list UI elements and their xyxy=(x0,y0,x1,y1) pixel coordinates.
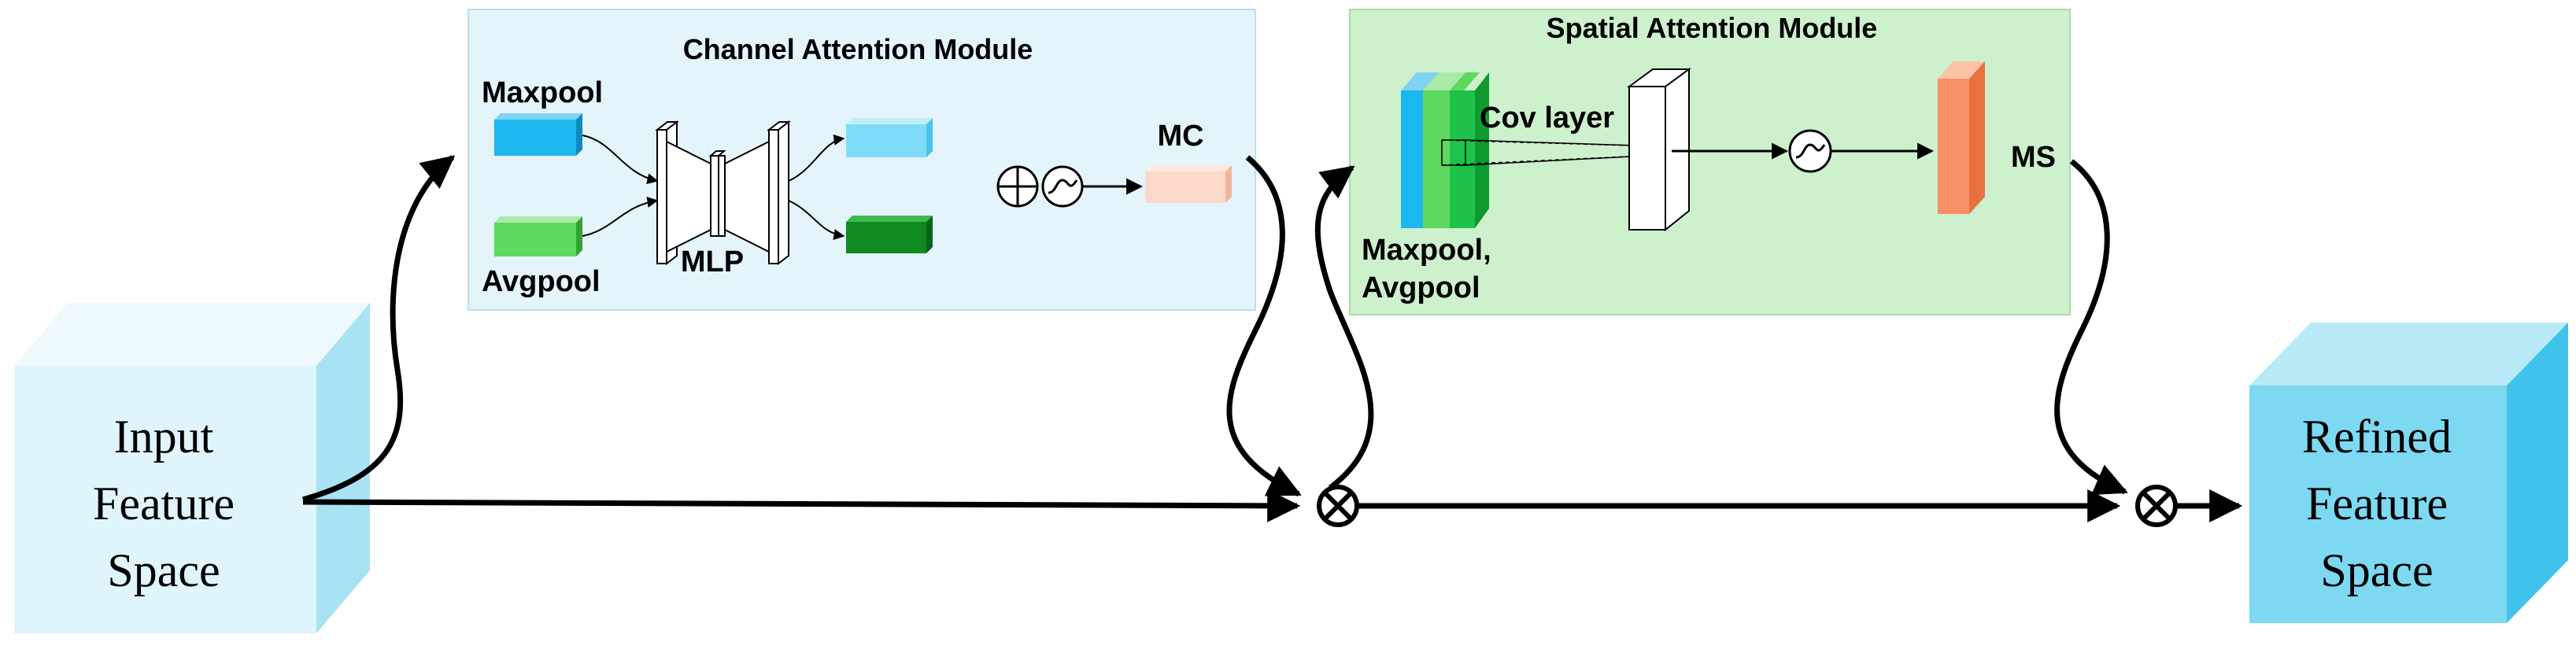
input-line-2: Feature xyxy=(93,478,235,529)
mlp-block xyxy=(655,120,791,266)
avgpool-to-mlp-arrow xyxy=(582,197,659,237)
spatial-module-title: Spatial Attention Module xyxy=(1547,12,1878,44)
sigmoid-icon xyxy=(1041,165,1084,208)
ms-label: MS xyxy=(2011,141,2056,174)
ms-map xyxy=(1938,61,1985,214)
spatial-pool-stack xyxy=(1401,72,1489,228)
mc-to-multiply-curve xyxy=(1226,155,1302,497)
channel-module-title: Channel Attention Module xyxy=(683,33,1033,65)
maxpool-vector xyxy=(494,113,582,156)
multiply-to-spatial-curve xyxy=(1314,165,1374,490)
maxpool-to-mlp-arrow xyxy=(582,135,659,185)
input-to-channel-curve xyxy=(302,155,456,503)
channel-attention-module-panel xyxy=(468,9,1256,311)
input-feature-cube xyxy=(14,303,370,633)
avgpool-vector xyxy=(494,216,582,256)
refined-line-1: Refined xyxy=(2302,411,2452,463)
main-flow xyxy=(302,155,2243,522)
ms-to-multiply-curve xyxy=(2054,159,2128,496)
main-arrow-1 xyxy=(302,489,1301,522)
sum-icon xyxy=(996,165,1039,208)
conv-layer-block xyxy=(1626,68,1692,232)
sigmoid-icon xyxy=(1788,129,1832,173)
avgpool-label: Avgpool xyxy=(482,265,601,298)
multiply-icon xyxy=(2135,485,2178,527)
dark-green-vector xyxy=(846,216,933,253)
mlp-to-dark-green-arrow xyxy=(788,200,845,240)
input-line-3: Space xyxy=(107,544,220,596)
light-blue-vector xyxy=(846,118,933,157)
mlp-label: MLP xyxy=(681,245,744,279)
refined-line-3: Space xyxy=(2320,544,2433,596)
mlp-to-light-blue-arrow xyxy=(788,134,845,182)
conv-layer-label: Cov layer xyxy=(1480,101,1614,135)
refined-line-2: Feature xyxy=(2306,478,2448,529)
maxpool-label: Maxpool xyxy=(482,76,603,109)
refined-feature-cube xyxy=(2249,323,2568,623)
input-line-1: Input xyxy=(114,411,214,463)
spatial-pool-label-1: Maxpool, xyxy=(1362,234,1491,267)
mc-vector xyxy=(1145,165,1232,203)
mc-label: MC xyxy=(1157,120,1203,153)
multiply-icon xyxy=(1317,485,1359,527)
spatial-pool-label-2: Avgpool xyxy=(1362,271,1480,304)
